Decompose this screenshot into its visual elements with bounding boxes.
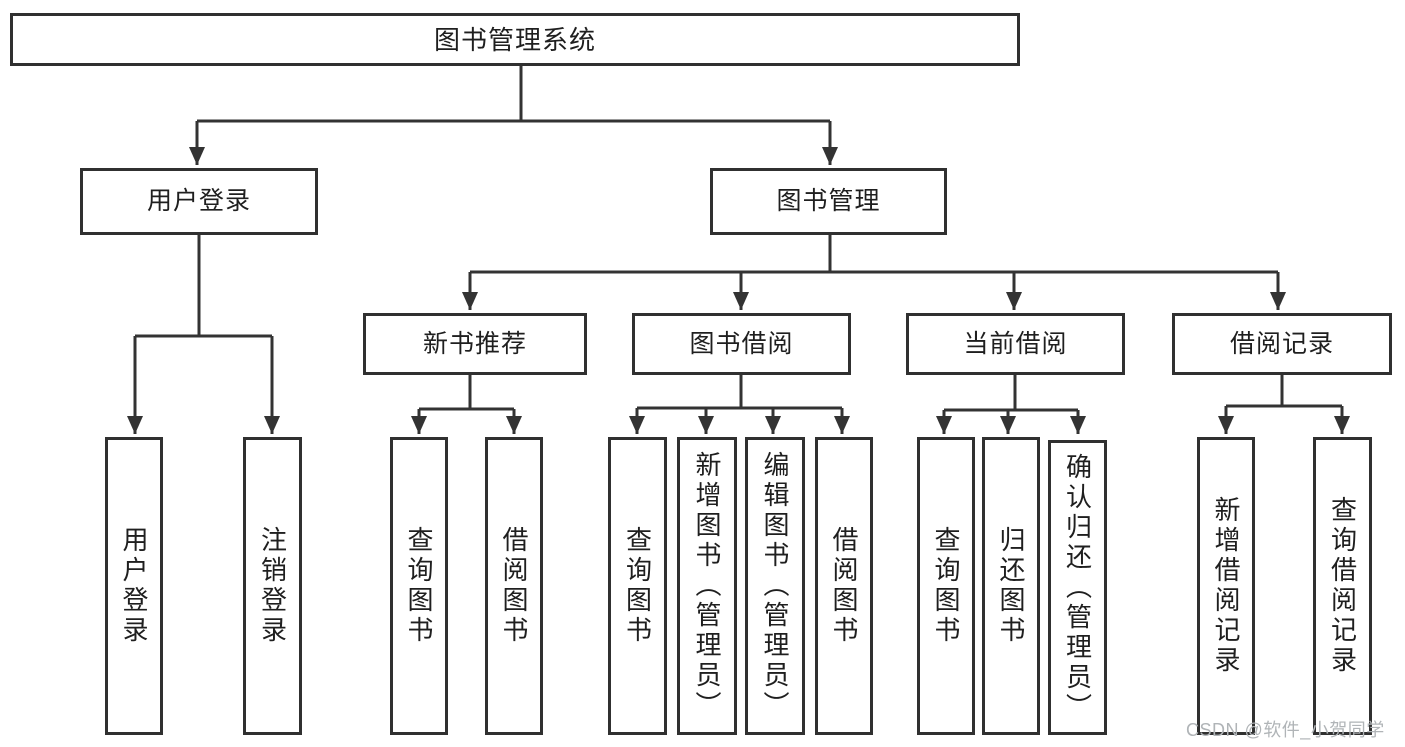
node-borrow-records: 借阅记录 [1172, 313, 1392, 375]
leaf-query-books-recommend: 查询图书 [390, 437, 448, 735]
leaf-query-books-current: 查询图书 [917, 437, 975, 735]
leaf-confirm-return-admin: 确认归还（管理员） [1048, 440, 1107, 735]
leaf-edit-book-admin: 编辑图书（管理员） [745, 437, 805, 735]
csdn-watermark: CSDN @软件_小贺同学 [1186, 720, 1385, 740]
leaf-logout: 注销登录 [243, 437, 302, 735]
leaf-return-books: 归还图书 [982, 437, 1040, 735]
node-user-login-group: 用户登录 [80, 168, 318, 235]
leaf-borrow-books: 借阅图书 [815, 437, 873, 735]
node-book-borrow: 图书借阅 [632, 313, 851, 375]
node-book-management-group: 图书管理 [710, 168, 947, 235]
leaf-query-borrow-record: 查询借阅记录 [1313, 437, 1372, 735]
leaf-user-login: 用户登录 [105, 437, 163, 735]
leaf-query-books-borrow: 查询图书 [608, 437, 667, 735]
node-new-book-recommend: 新书推荐 [363, 313, 587, 375]
leaf-borrow-books-recommend: 借阅图书 [485, 437, 543, 735]
leaf-add-book-admin: 新增图书（管理员） [677, 437, 737, 735]
node-library-system: 图书管理系统 [10, 13, 1020, 66]
node-current-borrow: 当前借阅 [906, 313, 1125, 375]
leaf-add-borrow-record: 新增借阅记录 [1197, 437, 1255, 735]
